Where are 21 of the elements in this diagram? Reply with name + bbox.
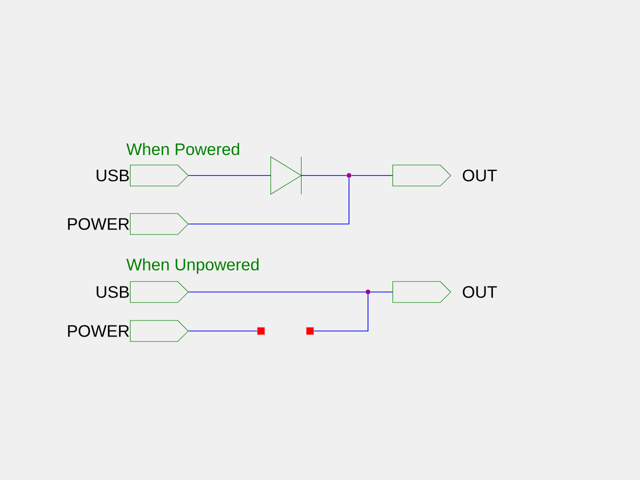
section-heading: When Unpowered — [126, 258, 259, 274]
diode-symbol — [270, 156, 302, 195]
node-label: USB — [96, 286, 129, 298]
output-port: OUT — [392, 281, 497, 303]
wire — [188, 330, 258, 332]
node-label: POWER — [68, 325, 129, 337]
wire — [188, 175, 272, 176]
wire — [188, 178, 350, 224]
node-label: USB — [96, 170, 129, 182]
input-port: POWER — [68, 320, 189, 342]
section-heading: When Powered — [126, 142, 240, 156]
wire — [300, 175, 347, 176]
input-port: POWER — [68, 213, 189, 235]
wire — [351, 175, 393, 176]
wire — [314, 294, 368, 332]
input-port: USB — [96, 281, 189, 303]
node-label: OUT — [462, 170, 497, 182]
node-label: OUT — [462, 286, 497, 298]
output-port: OUT — [392, 164, 497, 186]
node-label: POWER — [68, 218, 129, 230]
input-port: USB — [96, 164, 189, 186]
